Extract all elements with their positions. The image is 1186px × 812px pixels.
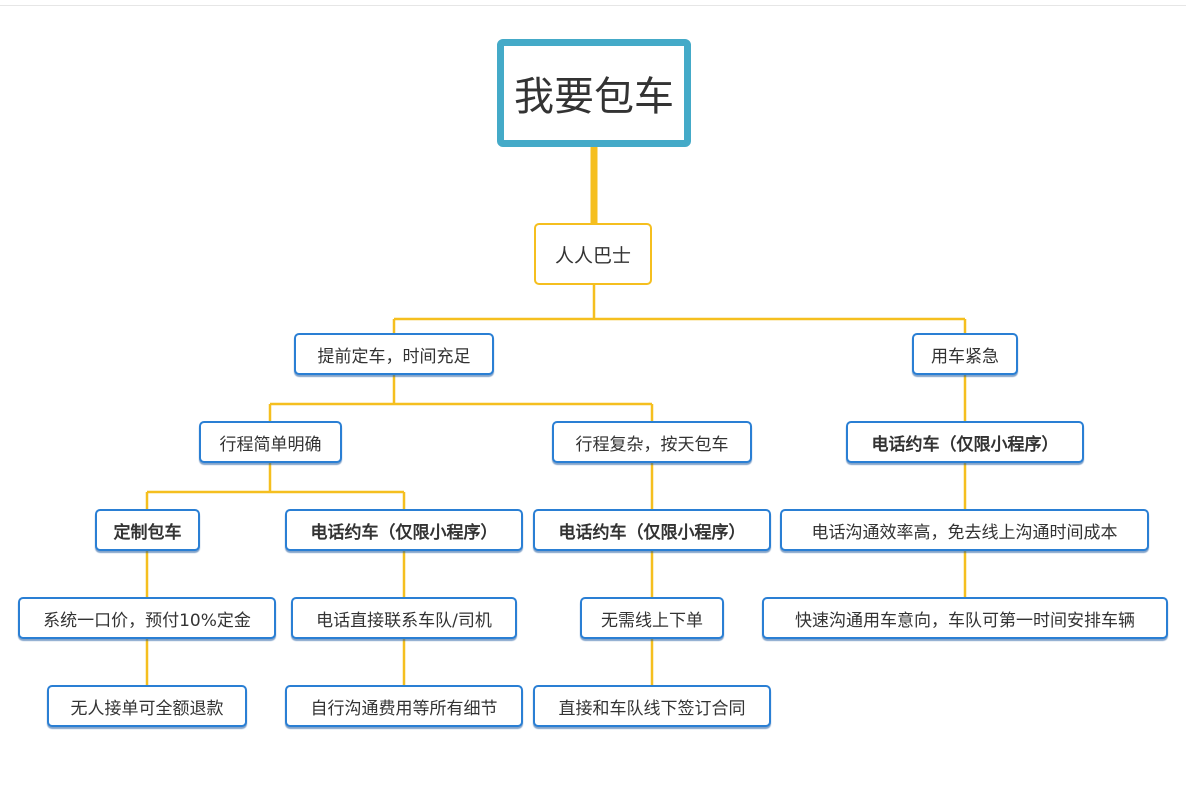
complex-phone-booking-node[interactable]: 电话约车（仅限小程序） (533, 509, 771, 551)
no-online-order-node[interactable]: 无需线上下单 (580, 597, 724, 639)
offline-contract-node[interactable]: 直接和车队线下签订合同 (533, 685, 771, 727)
fixed-price-node[interactable]: 系统一口价，预付10%定金 (18, 597, 276, 639)
custom-charter-node[interactable]: 定制包车 (95, 509, 200, 551)
urgent-phone-booking-node[interactable]: 电话约车（仅限小程序） (846, 421, 1084, 463)
direct-contact-node[interactable]: 电话直接联系车队/司机 (291, 597, 517, 639)
provider-node[interactable]: 人人巴士 (534, 223, 652, 285)
advance-booking-node[interactable]: 提前定车，时间充足 (294, 333, 494, 375)
complex-trip-node[interactable]: 行程复杂，按天包车 (552, 421, 752, 463)
root-node[interactable]: 我要包车 (497, 39, 691, 147)
urgent-phone-efficiency-node[interactable]: 电话沟通效率高，免去线上沟通时间成本 (780, 509, 1149, 551)
top-divider (0, 5, 1186, 6)
self-negotiate-node[interactable]: 自行沟通费用等所有细节 (285, 685, 523, 727)
full-refund-node[interactable]: 无人接单可全额退款 (47, 685, 247, 727)
urgent-node[interactable]: 用车紧急 (912, 333, 1018, 375)
quick-arrange-node[interactable]: 快速沟通用车意向，车队可第一时间安排车辆 (762, 597, 1168, 639)
simple-trip-node[interactable]: 行程简单明确 (199, 421, 342, 463)
simple-phone-booking-node[interactable]: 电话约车（仅限小程序） (285, 509, 523, 551)
